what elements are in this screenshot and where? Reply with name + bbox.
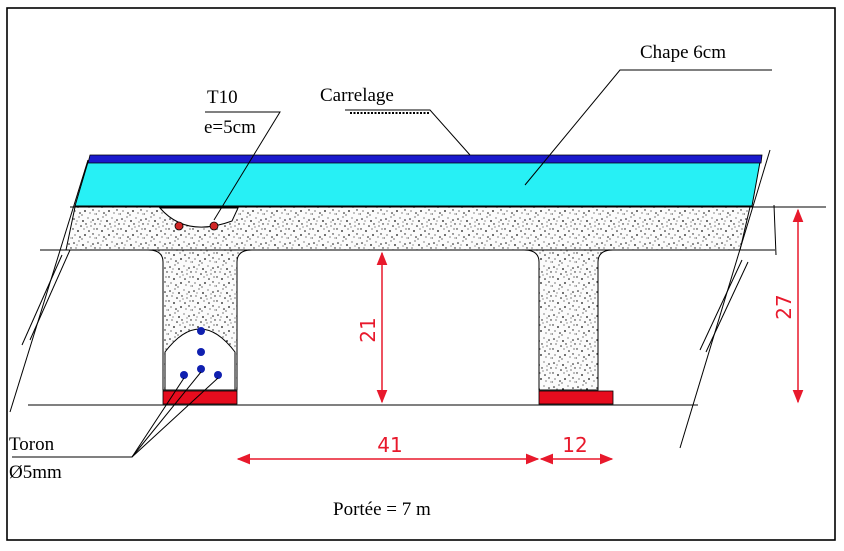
label-carrelage: Carrelage [320, 85, 394, 106]
toron-strand [197, 327, 205, 335]
dimension-label-41: 41 [377, 433, 402, 457]
break-line-left [9, 159, 89, 413]
outer-frame [6, 7, 836, 541]
carrelage-layer [87, 154, 763, 164]
leader-toron [131, 377, 219, 458]
break-line-left [29, 249, 71, 341]
break-line-right [679, 149, 771, 449]
base-strip-right [538, 390, 614, 405]
dimension-label-12: 12 [562, 433, 587, 457]
toron-strand [214, 371, 222, 379]
dimension-label-21: 21 [356, 317, 380, 342]
break-line-right [705, 261, 749, 353]
leader-chape [524, 69, 772, 186]
toron-strand [197, 348, 205, 356]
chape-layer [74, 161, 761, 207]
label-toron: Toron [9, 434, 55, 455]
label-chape: Chape 6cm [640, 42, 726, 63]
label-spacing: e=5cm [204, 117, 256, 138]
leader-carrelage [345, 109, 471, 156]
label-t10: T10 [207, 87, 238, 108]
label-portee: Portée = 7 m [333, 499, 431, 520]
rebar-top-left [174, 221, 184, 231]
toron-strand [180, 371, 188, 379]
base-strip-left [162, 390, 238, 405]
break-line-right [773, 204, 777, 256]
label-diameter: Ø5mm [9, 462, 62, 483]
leader-toron [131, 371, 202, 458]
break-line-left [21, 254, 63, 346]
dimension-label-27: 27 [772, 294, 796, 319]
rebar-top-right [209, 221, 219, 231]
toron-strand [197, 365, 205, 373]
break-line-right [699, 259, 743, 351]
leader-t10 [205, 111, 281, 221]
